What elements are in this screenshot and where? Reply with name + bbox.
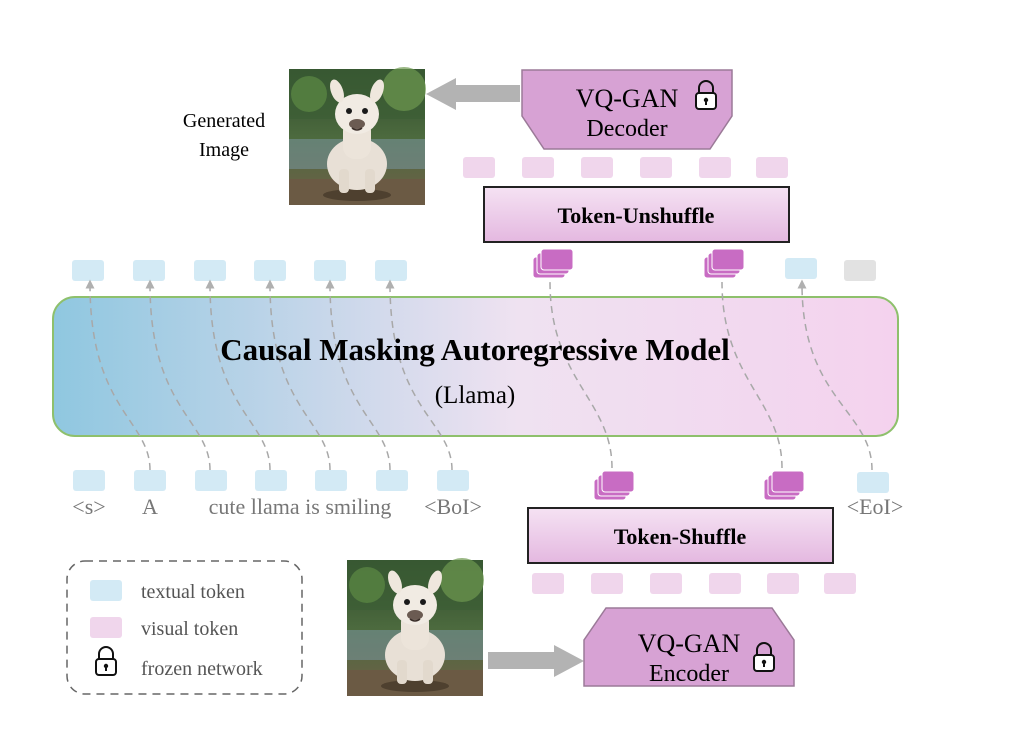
token-unshuffle-label: Token-Unshuffle <box>558 203 715 228</box>
decoder-to-image-arrow <box>426 78 520 110</box>
input-tokens <box>73 470 889 501</box>
input-image <box>346 557 485 697</box>
token-unshuffle-box: Token-Unshuffle <box>483 186 790 243</box>
model-title: Causal Masking Autoregressive Model <box>220 332 730 367</box>
legend-textual-swatch <box>90 580 122 601</box>
generated-image <box>288 66 427 206</box>
decoder-subtitle: Decoder <box>586 116 667 142</box>
vqgan-encoder: VQ-GAN Encoder <box>583 607 795 687</box>
vqgan-decoder: VQ-GAN Decoder <box>521 69 733 150</box>
token-shuffle-box: Token-Shuffle <box>527 507 834 564</box>
model-subtitle: (Llama) <box>435 382 516 409</box>
token-label-a: A <box>142 494 158 519</box>
generated-image-label-line2: Image <box>199 139 249 161</box>
decoder-title: VQ-GAN <box>576 84 679 113</box>
encoder-output-tokens <box>532 573 856 594</box>
generated-image-label-line1: Generated <box>183 110 265 132</box>
token-label-prompt: cute llama is smiling <box>209 494 392 519</box>
causal-model-box <box>52 296 899 437</box>
image-to-encoder-arrow <box>488 645 584 677</box>
legend-frozen-label: frozen network <box>141 658 263 680</box>
output-tokens <box>72 248 876 281</box>
encoder-subtitle: Encoder <box>649 661 729 687</box>
encoder-title: VQ-GAN <box>638 629 741 658</box>
legend: textual token visual token frozen networ… <box>66 560 303 695</box>
lock-icon <box>95 646 117 676</box>
decoder-input-tokens <box>463 157 788 178</box>
dashed-connections <box>85 279 873 471</box>
token-label-start: <s> <box>72 494 105 519</box>
legend-visual-swatch <box>90 617 122 638</box>
token-shuffle-label: Token-Shuffle <box>614 524 747 549</box>
token-label-eoi: <EoI> <box>847 494 904 519</box>
token-label-boi: <BoI> <box>424 494 482 519</box>
legend-visual-label: visual token <box>141 618 238 640</box>
legend-textual-label: textual token <box>141 581 245 603</box>
